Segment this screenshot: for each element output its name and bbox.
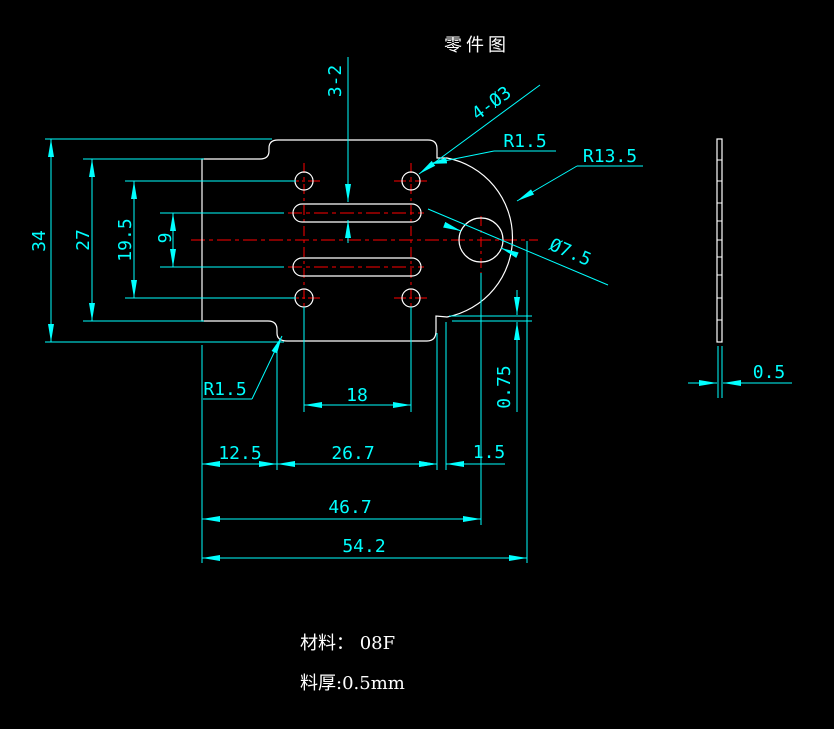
dim-text-1-5: 1.5	[473, 442, 506, 463]
dia-7-5-arrow-right	[500, 247, 519, 258]
dimension-texts: 34 27 19.5 9 3-2 4-Ø3 R1.5 R13.5 Ø7.5 0.…	[29, 65, 785, 557]
dim-text-r1-5-bottom: R1.5	[203, 379, 246, 400]
dia-7-5-arrow-left	[443, 221, 462, 232]
hole-top-right	[401, 171, 421, 191]
top-slot	[292, 203, 422, 223]
dim-text-27: 27	[73, 229, 94, 251]
dim-text-19-5: 19.5	[115, 218, 136, 261]
side-view	[716, 138, 723, 343]
side-view-hidden-ticks	[717, 159, 722, 321]
leader-r1-5-top	[428, 150, 495, 165]
dim-text-34: 34	[29, 230, 50, 252]
leader-r1-5-bottom	[251, 335, 283, 400]
dim-text-0-75: 0.75	[494, 365, 515, 408]
dim-text-54-2: 54.2	[342, 536, 385, 557]
bottom-slot	[292, 257, 422, 277]
dim-text-dia-7-5: Ø7.5	[546, 234, 594, 270]
extension-lines	[45, 138, 723, 563]
dimension-lines	[48, 57, 792, 561]
thickness-note: 料厚:0.5mm	[300, 673, 405, 694]
material-note: 材料： 08F	[300, 633, 395, 654]
drawing-title: 零件图	[444, 35, 510, 56]
dim-text-r1-5-top: R1.5	[503, 131, 546, 152]
dim-text-26-7: 26.7	[331, 443, 374, 464]
leader-r13-5	[516, 165, 578, 202]
dim-text-46-7: 46.7	[328, 497, 371, 518]
dia-7-5-line	[427, 208, 609, 286]
dim-text-0-5: 0.5	[753, 362, 786, 383]
centerlines	[191, 163, 538, 323]
dim-text-r13-5: R13.5	[583, 146, 637, 167]
dim-text-18: 18	[346, 385, 368, 406]
front-view	[201, 139, 514, 342]
big-hole	[458, 217, 504, 263]
dim-text-9: 9	[155, 233, 176, 244]
dim-text-3-2: 3-2	[325, 65, 346, 98]
dim-text-12-5: 12.5	[218, 443, 261, 464]
dim-text-4-holes: 4-Ø3	[468, 82, 515, 124]
